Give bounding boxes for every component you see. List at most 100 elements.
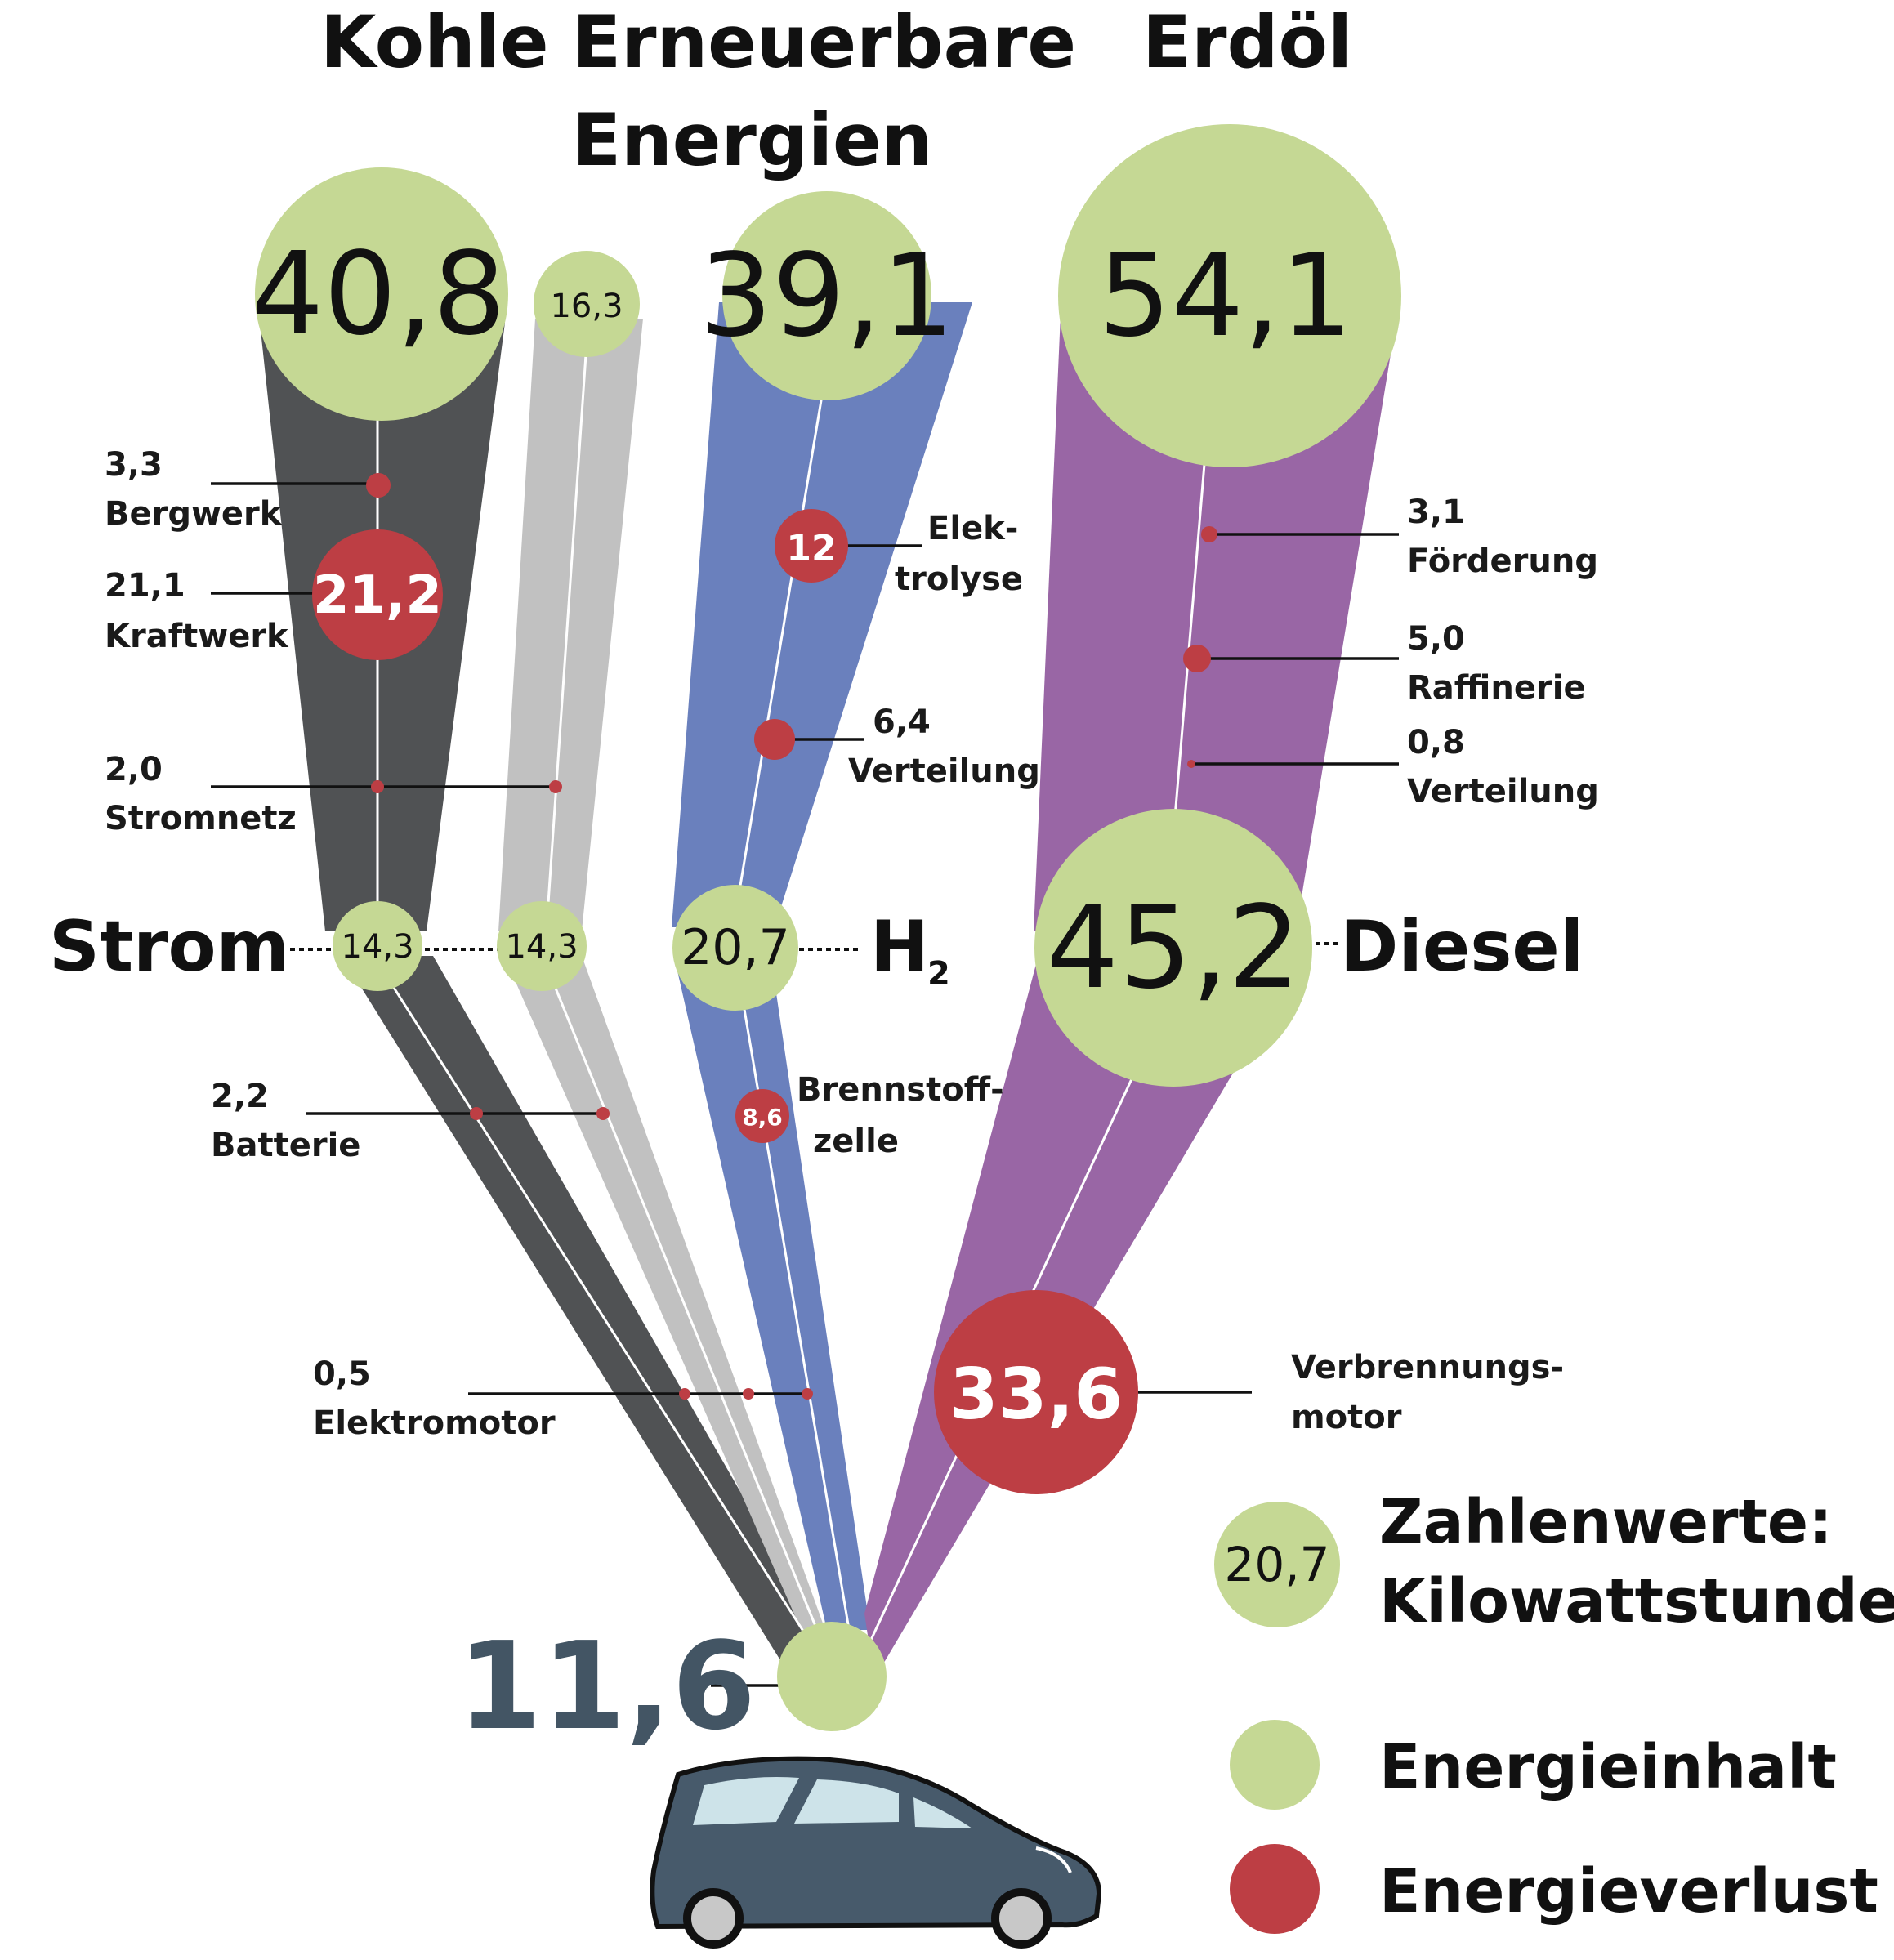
carrier-diesel: Diesel: [1340, 906, 1584, 988]
raffinerie-dot: [1183, 645, 1211, 672]
car-icon: [650, 1756, 1102, 1949]
foerderung-dot: [1201, 526, 1217, 542]
header-coal: Kohle: [320, 0, 549, 84]
elektrolyse-bubble-value: 12: [786, 528, 836, 569]
car-wheel-rear: [683, 1888, 744, 1949]
batterie-dot-renewable: [596, 1107, 610, 1120]
renewable-flow-line: [546, 342, 588, 916]
carrier-strom: Strom: [49, 906, 289, 988]
elektrolyse-label-line1: Elek-: [927, 510, 1018, 547]
legend-title-line2: Kilowattstunden: [1379, 1566, 1894, 1636]
legend-title-line1: Zahlenwerte:: [1379, 1487, 1833, 1557]
strom-renewable-value: 14,3: [505, 928, 578, 966]
h2-lower-flow-line: [738, 980, 851, 1635]
verteilung-h2-dot: [754, 719, 795, 760]
car-wheel-front: [991, 1888, 1052, 1949]
elektrolyse-bubble: [775, 509, 848, 583]
diesel-value: 45,2: [1046, 882, 1301, 1015]
final-value: 11,6: [458, 1616, 756, 1757]
coal-source-circle: [255, 167, 508, 421]
renewable-electric-band-upper: [498, 319, 643, 931]
kraftwerk-bubble-value: 21,2: [313, 565, 442, 626]
final-circle: [777, 1622, 887, 1731]
foerderung-value: 3,1: [1407, 493, 1465, 531]
elektromotor-dot-2: [743, 1388, 754, 1400]
diesel-circle: [1034, 809, 1312, 1087]
car-window-middle: [794, 1779, 899, 1824]
strom-renewable-circle: [497, 901, 587, 991]
carrier-h2: H: [870, 906, 929, 988]
legend-loss-circle: [1230, 1844, 1320, 1934]
oil-source-circle: [1058, 124, 1401, 467]
legend-sample-circle: [1214, 1502, 1340, 1627]
stromnetz-value: 2,0: [105, 751, 163, 788]
stromnetz-dot-renewable: [549, 780, 562, 793]
oil-band-upper: [1034, 315, 1397, 931]
verbrennungsmotor-label-line2: motor: [1291, 1399, 1402, 1436]
coal-lower-flow-line: [382, 971, 817, 1651]
renewable-electric-source-circle: [534, 251, 640, 357]
loss-circles: [312, 473, 1320, 1934]
raffinerie-label: Raffinerie: [1407, 669, 1586, 707]
carrier-h2-subscript: 2: [927, 955, 950, 993]
renewable-electric-band-lower: [504, 956, 825, 1638]
content-circles: [255, 124, 1401, 1810]
renewable-electric-source-value: 16,3: [550, 288, 623, 325]
batterie-dot-coal: [470, 1107, 483, 1120]
legend-energy-content: Energieinhalt: [1379, 1732, 1837, 1802]
dotted-connectors: [290, 942, 1340, 951]
verbrennungsmotor-bubble-value: 33,6: [949, 1354, 1123, 1435]
brennstoffzelle-bubble: [735, 1089, 789, 1143]
header-renewables-line2: Energien: [572, 98, 932, 182]
h2-source-circle: [722, 191, 931, 400]
bergwerk-value: 3,3: [105, 446, 163, 484]
verteilung-h2-label: Verteilung: [848, 752, 1040, 790]
elektromotor-dot-3: [802, 1388, 813, 1400]
brennstoffzelle-label-line2: zelle: [813, 1123, 899, 1160]
car-window-rear: [913, 1797, 972, 1828]
verteilung-oil-dot: [1187, 760, 1195, 768]
coal-source-value: 40,8: [251, 228, 506, 361]
elektromotor-dot-1: [679, 1388, 690, 1400]
car-headlight: [1035, 1846, 1072, 1873]
kraftwerk-value: 21,1: [105, 567, 185, 605]
bergwerk-dot: [366, 473, 391, 498]
bergwerk-label: Bergwerk: [105, 495, 283, 533]
header-renewables-line1: Erneuerbare: [572, 0, 1076, 84]
elektromotor-label: Elektromotor: [313, 1404, 556, 1442]
strom-coal-circle: [333, 901, 422, 991]
legend-content-circle: [1230, 1720, 1320, 1810]
kraftwerk-bubble: [312, 529, 443, 660]
renewable-lower-flow-line: [547, 971, 820, 1635]
header-oil: Erdöl: [1142, 0, 1352, 84]
batterie-label: Batterie: [211, 1127, 360, 1164]
batterie-value: 2,2: [211, 1078, 269, 1115]
oil-source-value: 54,1: [1098, 230, 1353, 363]
legend-sample-value: 20,7: [1224, 1537, 1329, 1592]
h2-flow-line: [734, 326, 835, 916]
bands: [260, 302, 1397, 1679]
brennstoffzelle-bubble-value: 8,6: [742, 1104, 783, 1131]
verbrennungsmotor-label-line1: Verbrennungs-: [1291, 1349, 1564, 1386]
foerderung-label: Förderung: [1407, 542, 1598, 580]
legend-energy-loss: Energieverlust: [1379, 1856, 1878, 1927]
kraftwerk-label: Kraftwerk: [105, 618, 289, 655]
stromnetz-label: Stromnetz: [105, 800, 297, 837]
car-window-front: [693, 1777, 799, 1825]
elektromotor-value: 0,5: [313, 1355, 371, 1393]
brennstoffzelle-label-line1: Brennstoff-: [797, 1071, 1004, 1109]
strom-coal-value: 14,3: [341, 928, 413, 966]
h2-circle: [672, 885, 798, 1011]
stromnetz-dot-coal: [371, 780, 384, 793]
raffinerie-value: 5,0: [1407, 620, 1465, 658]
h2-band-upper: [672, 302, 972, 927]
verteilung-oil-value: 0,8: [1407, 724, 1465, 761]
h2-value: 20,7: [681, 919, 790, 976]
verbrennungsmotor-bubble: [934, 1290, 1138, 1494]
coal-band-lower: [342, 956, 820, 1667]
elektrolyse-label-line2: trolyse: [895, 560, 1023, 598]
verteilung-h2-value: 6,4: [873, 703, 931, 741]
verteilung-oil-label: Verteilung: [1407, 773, 1599, 810]
